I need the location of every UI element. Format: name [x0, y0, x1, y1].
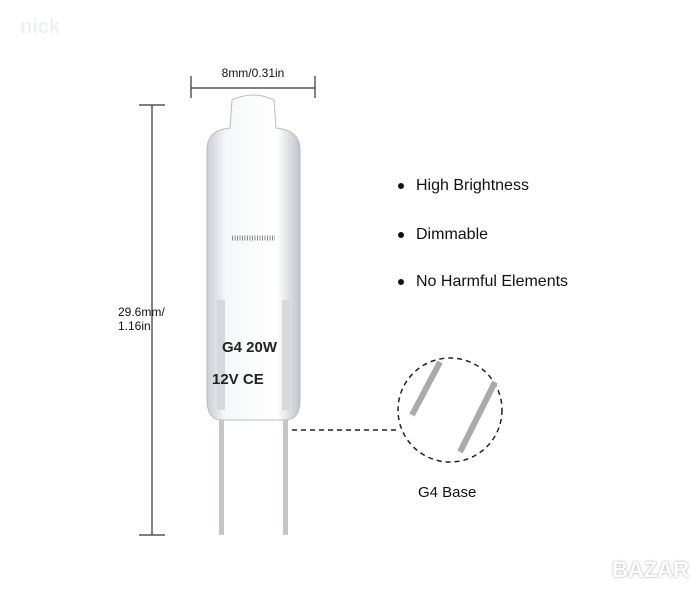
height-in: 1.16in	[118, 319, 151, 333]
feature-item: No Harmful Elements	[398, 273, 568, 291]
feature-label: No Harmful Elements	[416, 273, 569, 290]
feature-label: Dimmable	[416, 226, 489, 243]
bulb-marking-1: G4 20W	[222, 339, 278, 356]
bazar-logo: BAZAR	[612, 557, 689, 582]
base-label: G4 Base	[418, 484, 477, 501]
height-mm: 29.6mm/	[118, 305, 165, 319]
bullet-icon	[398, 232, 404, 238]
height-dimension-label: 29.6mm/1.16in	[118, 305, 165, 333]
base-magnifier	[397, 357, 503, 463]
bulb-marking-2: 12V CE	[212, 371, 264, 388]
bullet-icon	[398, 183, 404, 189]
watermark: nick	[20, 16, 61, 38]
feature-label: High Brightness	[416, 177, 529, 194]
feature-item: High Brightness	[398, 177, 529, 195]
bullet-icon	[398, 279, 404, 285]
width-dimension-label: 8mm/0.31in	[221, 66, 285, 80]
feature-item: Dimmable	[398, 226, 488, 244]
